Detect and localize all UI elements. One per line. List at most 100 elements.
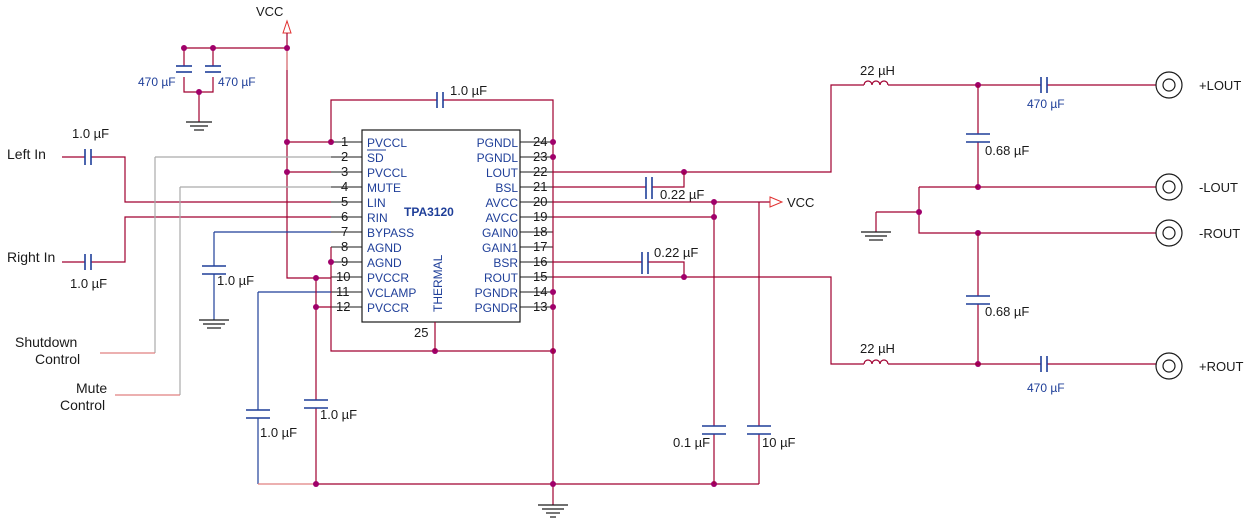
pin-label: GAIN0 <box>482 226 518 240</box>
avcc-cap-b <box>747 425 771 435</box>
junction-dot <box>711 199 717 205</box>
filt-cap-l-value: 0.68 µF <box>985 143 1029 158</box>
pin-label: PGNDR <box>475 301 519 315</box>
pin-number: 7 <box>341 224 348 239</box>
bsr-cap <box>641 252 649 274</box>
right-in-cap-value: 1.0 µF <box>70 276 107 291</box>
pin-label: AGND <box>367 241 402 255</box>
pin-number: 18 <box>533 224 547 239</box>
junction-dot <box>916 209 922 215</box>
pin-number: 10 <box>336 269 350 284</box>
pin-number: 24 <box>533 134 547 149</box>
inductor-left <box>863 80 889 86</box>
junction-dot <box>284 139 290 145</box>
pvccl-wire <box>287 141 331 173</box>
ground-icon <box>199 319 229 329</box>
mute-wire <box>179 186 331 395</box>
ic-left-pin-stubs <box>331 141 362 308</box>
top-cap-value: 1.0 µF <box>450 83 487 98</box>
ic-right-pin-labels: PGNDL PGNDL LOUT BSL AVCC AVCC GAIN0 GAI… <box>475 136 519 315</box>
pin-number: 17 <box>533 239 547 254</box>
pin-label: BSR <box>493 256 518 270</box>
vcc-right-label: VCC <box>787 195 814 210</box>
junction-dot <box>210 45 216 51</box>
ground-icon <box>538 504 568 518</box>
vclamp-cap <box>246 409 270 419</box>
ground-icon <box>186 121 212 131</box>
filt-cap-r-value: 0.68 µF <box>985 304 1029 319</box>
pin-label: PVCCR <box>367 301 409 315</box>
left-in-cap-value: 1.0 µF <box>72 126 109 141</box>
avcc-wire <box>553 201 770 484</box>
pin-label: AVCC <box>486 211 519 225</box>
junction-dot <box>284 169 290 175</box>
pvccr-cap <box>304 399 328 409</box>
shutdown-label-2: Control <box>35 351 80 367</box>
pin-label: AGND <box>367 256 402 270</box>
filt-cap-r <box>966 295 990 305</box>
pin-number: 15 <box>533 269 547 284</box>
top-cap <box>436 92 444 108</box>
connector-plus-rout-icon <box>1155 352 1183 380</box>
vclamp-cap-value: 1.0 µF <box>260 425 297 440</box>
pin-label: AVCC <box>486 196 519 210</box>
out-cap-l <box>1040 77 1048 93</box>
mute-label-1: Mute <box>76 380 107 396</box>
out-cap-r-value: 470 µF <box>1027 381 1065 395</box>
right-in-wire <box>62 216 331 263</box>
filt-l-wire <box>977 85 1156 188</box>
connector-minus-rout-icon <box>1155 219 1183 247</box>
pin-number: 22 <box>533 164 547 179</box>
pin-label: MUTE <box>367 181 401 195</box>
inductor-left-value: 22 µH <box>860 63 895 78</box>
bsr-cap-value: 0.22 µF <box>654 245 698 260</box>
supply-cap-b-value: 470 µF <box>218 75 256 89</box>
junction-dot <box>550 154 556 160</box>
filt-cap-l <box>966 133 990 143</box>
bsl-wire <box>553 172 685 188</box>
ic-name: TPA3120 <box>404 205 454 219</box>
rout-wire <box>553 276 864 365</box>
ic-pin-25: 25 <box>414 325 428 340</box>
pin-label: SD <box>367 151 384 165</box>
plus-rout-label: +ROUT <box>1199 359 1243 374</box>
shutdown-wire <box>154 156 331 353</box>
ground-icon <box>861 231 891 241</box>
vcc-top-arrow <box>282 19 292 34</box>
junction-dot <box>681 274 687 280</box>
junction-dot <box>550 304 556 310</box>
ic-thermal-label: THERMAL <box>431 254 445 312</box>
junction-dot <box>313 275 319 281</box>
pin-label: ROUT <box>484 271 519 285</box>
vcc-top-label: VCC <box>256 4 283 19</box>
ic-left-pin-labels: PVCCL SD PVCCL MUTE LIN RIN BYPASS AGND … <box>367 136 416 315</box>
avcc-cap-b-value: 10 µF <box>762 435 796 450</box>
pin-number: 23 <box>533 149 547 164</box>
supply-cap-b <box>205 65 221 73</box>
pin-number: 6 <box>341 209 348 224</box>
junction-dot <box>328 259 334 265</box>
pin-label: PVCCL <box>367 136 407 150</box>
pin-number: 8 <box>341 239 348 254</box>
plus-lout-label: +LOUT <box>1199 78 1241 93</box>
junction-dot <box>196 89 202 95</box>
supply-cap-a-value: 470 µF <box>138 75 176 89</box>
ic-right-pin-numbers: 24 23 22 21 20 19 18 17 16 15 14 13 <box>533 134 547 314</box>
pin-label: PGNDL <box>477 151 519 165</box>
left-in-wire <box>62 156 331 203</box>
shutdown-label-1: Shutdown <box>15 334 77 350</box>
agnd-wire <box>330 247 553 352</box>
inductor-right <box>863 359 889 365</box>
vcc-rail-vertical <box>286 33 331 279</box>
ic-body <box>361 129 521 323</box>
pin-number: 3 <box>341 164 348 179</box>
supply-cap-a <box>176 65 192 73</box>
inductor-right-value: 22 µH <box>860 341 895 356</box>
junction-dot <box>313 304 319 310</box>
bypass-cap-value: 1.0 µF <box>217 273 254 288</box>
pin-number: 11 <box>336 284 350 299</box>
pin-label: LIN <box>367 196 386 210</box>
minus-lout-label: -LOUT <box>1199 180 1238 195</box>
junction-dot <box>550 289 556 295</box>
junction-dot <box>711 214 717 220</box>
